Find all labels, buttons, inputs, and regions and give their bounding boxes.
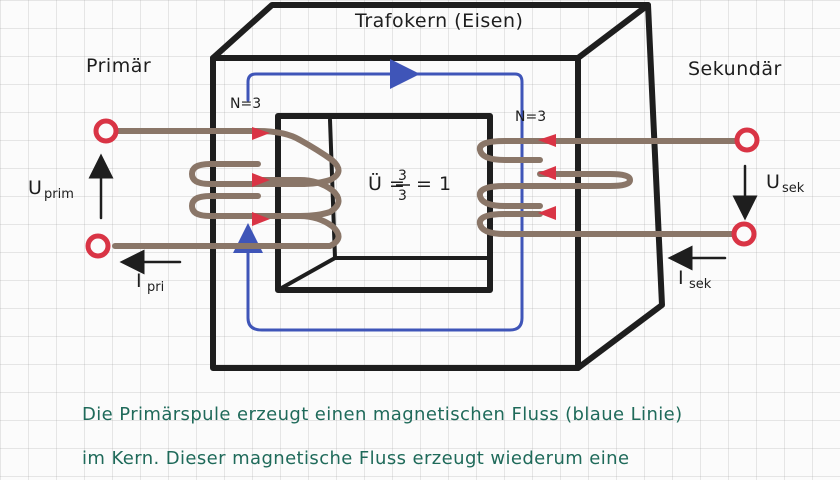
primary-winding xyxy=(112,128,342,249)
i-sek-symbol: I xyxy=(678,267,684,289)
ratio-denominator: 3 xyxy=(398,188,407,204)
core-top-face xyxy=(210,2,651,61)
u-sek-subscript: sek xyxy=(782,181,805,196)
caption-line-1: Die Primärspule erzeugt einen magnetisch… xyxy=(82,404,683,425)
secondary-label: Sekundär xyxy=(688,58,782,80)
i-sek-subscript: sek xyxy=(689,277,712,292)
primary-marker-1 xyxy=(252,127,270,140)
i-pri-symbol: I xyxy=(136,270,142,292)
caption-line-2: im Kern. Dieser magnetische Fluss erzeug… xyxy=(82,448,630,469)
voltage-current-arrows xyxy=(88,153,758,275)
primary-marker-2 xyxy=(252,173,270,187)
primary-terminal-top xyxy=(93,118,119,144)
secondary-marker-3 xyxy=(538,206,556,220)
core-window xyxy=(275,113,493,293)
terminals xyxy=(85,118,760,259)
primary-terminal-bottom xyxy=(85,233,111,259)
ratio-lhs: Ü = xyxy=(368,172,405,195)
secondary-terminal-bottom xyxy=(731,221,757,247)
u-sek-symbol: U xyxy=(766,171,780,193)
ratio-rhs: = 1 xyxy=(416,173,452,195)
i-pri-subscript: pri xyxy=(147,280,164,295)
ratio-formula: Ü = 3 3 = 1 xyxy=(368,168,452,204)
ratio-numerator: 3 xyxy=(398,168,407,184)
u-prim-symbol: U xyxy=(28,177,42,199)
secondary-marker-1 xyxy=(538,134,556,147)
winding-markers xyxy=(252,127,556,226)
core-side-face xyxy=(575,2,665,371)
secondary-winding xyxy=(476,138,748,237)
secondary-turns-label: N=3 xyxy=(515,109,546,125)
core-label: Trafokern (Eisen) xyxy=(354,10,523,32)
primary-turns-label: N=3 xyxy=(230,96,261,112)
secondary-marker-2 xyxy=(538,166,556,180)
core-window-depth xyxy=(276,256,492,292)
primary-marker-3 xyxy=(252,212,270,226)
u-prim-subscript: prim xyxy=(44,187,74,202)
secondary-terminal-top xyxy=(734,127,760,153)
primary-label: Primär xyxy=(86,55,151,77)
